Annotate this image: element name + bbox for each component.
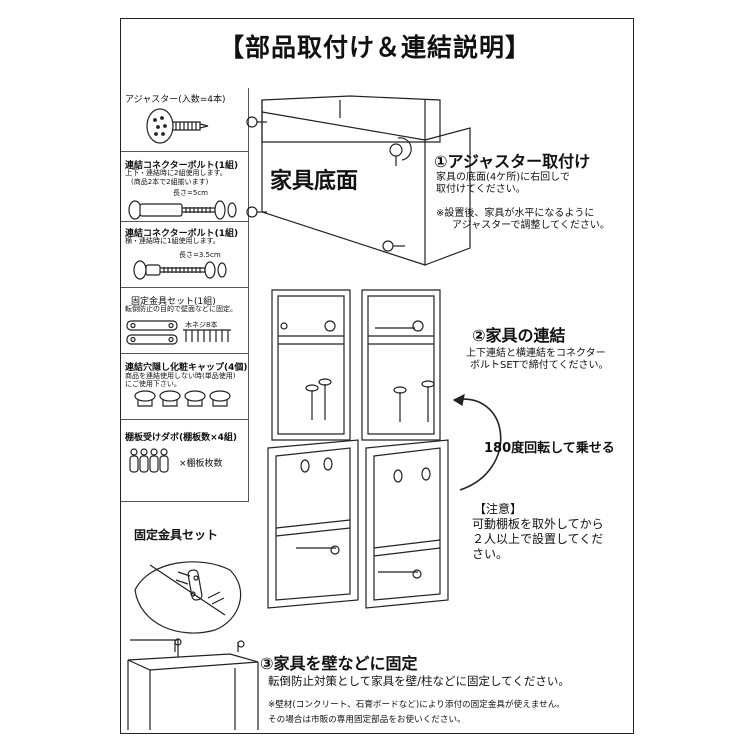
step1-line2: 取付けてください。 [436, 184, 526, 195]
part-caps-box: 連結穴隠し化粧キャップ(4個) 商品を連結使用しない時(単品使用) にご使用下さ… [121, 354, 249, 420]
caution-line3: さい。 [472, 547, 509, 561]
part-connector-long-desc1: 上下・連結時に2組使用します。 [125, 169, 227, 177]
part-connector-short-box: 連結コネクターボルト(1組) 横・連結時に1組使用します。 長さ=3.5cm [121, 222, 249, 288]
adjuster-part-icon [146, 108, 209, 144]
part-connector-long-title: 連結コネクターボルト(1組) [125, 161, 239, 171]
furniture-bottom-left-box [267, 439, 359, 609]
part-connector-long-desc2: (商品2本で2組揃います) [131, 178, 209, 186]
furniture-bottom-illustration [246, 95, 471, 266]
part-caps-desc2: にご使用下さい。 [125, 380, 181, 388]
caution-line1: 可動棚板を取外してから [472, 517, 604, 531]
part-adjuster-box: アジャスター(入数=4本) [121, 88, 249, 152]
part-connector-short-title: 連結コネクターボルト(1組) [125, 229, 239, 239]
part-caps-title: 連結穴隠し化粧キャップ(4個) [125, 363, 248, 373]
part-adjuster-title: アジャスター(入数=4本) [125, 95, 226, 105]
part-dowel-note: ×棚板枚数 [179, 459, 223, 469]
part-fixing-set-screws: 木ネジ8本 [185, 321, 218, 329]
part-fixing-set-box: 固定金具セット(1組) 転倒防止の目的で壁面などに固定。 木ネジ8本 [121, 288, 249, 354]
step1-note1: ※設置後、家具が水平になるように [436, 208, 595, 219]
step3-line1: 転倒防止対策として家具を壁/柱などに固定してください。 [268, 674, 570, 688]
fixing-set-label: 固定金具セット [134, 528, 219, 542]
step1-line1: 家具の底面(4ケ所)に右回しで [436, 172, 570, 183]
step1-title: ①アジャスター取付け [434, 152, 591, 171]
part-caps-desc1: 商品を連結使用しない時(単品使用) [125, 372, 236, 380]
caution-title: 【注意】 [474, 502, 523, 516]
part-connector-short-length: 長さ=3.5cm [179, 251, 221, 259]
rotate-arrow-icon [453, 398, 502, 491]
furniture-wall-fix-illustration [127, 638, 259, 730]
part-dowel-title: 棚板受けダボ(棚板数×4組) [125, 433, 238, 443]
furniture-top-right-box [361, 289, 441, 441]
part-connector-short-desc1: 横・連結時に1組使用します。 [125, 237, 220, 245]
part-dowel-box: 棚板受けダボ(棚板数×4組) ×棚板枚数 [121, 420, 249, 502]
caution-line2: ２人以上で設置してくだ [472, 532, 604, 546]
fixing-set-parts-icon [126, 320, 231, 345]
part-connector-long-box: 連結コネクターボルト(1組) 上下・連結時に2組使用します。 (商品2本で2組揃… [121, 152, 249, 222]
dowel-parts-icon [129, 448, 169, 473]
step1-note2: アジャスターで調整してください。 [452, 220, 610, 231]
page-title: 【部品取付け＆連結説明】 [218, 33, 531, 62]
connector-long-icon [128, 200, 237, 220]
step3-title: ③家具を壁などに固定 [260, 654, 418, 673]
part-connector-long-length: 長さ=5cm [173, 189, 208, 197]
fixing-detail-illustration [130, 561, 242, 660]
part-fixing-set-desc1: 転倒防止の目的で壁面などに固定。 [125, 305, 237, 313]
furniture-bottom-label: 家具底面 [270, 169, 359, 194]
furniture-top-left-box [271, 289, 351, 441]
step2-title: ②家具の連結 [472, 326, 566, 345]
connector-short-icon [133, 260, 227, 280]
step2-line1: 上下連結と横連結をコネクター [466, 348, 606, 359]
page-frame [120, 18, 634, 734]
caps-parts-icon [134, 390, 231, 407]
step2-line2: ボルトSETで締付てください。 [470, 360, 609, 371]
part-fixing-set-title: 固定金具セット(1組) [131, 297, 216, 307]
rotate-label: 180度回転して乗せる [484, 441, 615, 456]
furniture-bottom-right-box [365, 439, 449, 609]
step3-note2: その場合は市販の専用固定部品をお使いください。 [268, 715, 466, 725]
step3-note1: ※壁材(コンクリート、石膏ボードなど)により添付の固定金具が使えません。 [268, 700, 565, 710]
